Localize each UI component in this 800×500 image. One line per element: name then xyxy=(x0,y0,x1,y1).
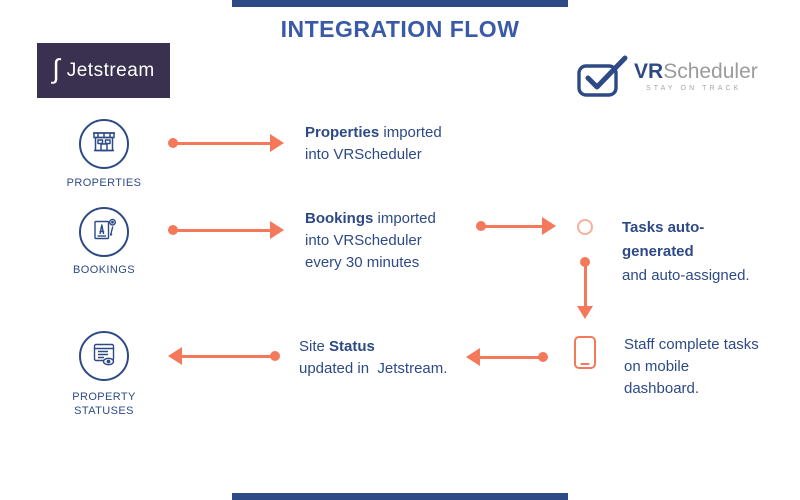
arrow-bookings-right-icon xyxy=(168,221,284,239)
jetstream-glyph-icon: ∫ xyxy=(52,53,60,84)
properties-label: PROPERTIES xyxy=(66,177,142,189)
booking-document-icon xyxy=(88,214,120,251)
properties-node xyxy=(79,119,129,169)
arrow-to-tasks-right-icon xyxy=(476,217,556,235)
jetstream-logo: ∫ Jetstream xyxy=(37,43,170,98)
mobile-phone-icon xyxy=(574,336,596,369)
bookings-node xyxy=(79,207,129,257)
top-accent-bar xyxy=(232,0,568,7)
building-icon xyxy=(88,126,120,163)
arrow-down-icon xyxy=(577,257,593,319)
vrscheduler-wordmark: VRScheduler xyxy=(634,60,758,83)
status-list-eye-icon xyxy=(88,338,120,375)
page-title: INTEGRATION FLOW xyxy=(280,16,520,42)
bottom-accent-bar xyxy=(232,493,568,500)
arrow-status-left-icon xyxy=(168,347,280,365)
arrow-properties-right-icon xyxy=(168,134,284,152)
checkmark-box-icon xyxy=(576,55,630,104)
task-circle-icon xyxy=(577,219,593,235)
jetstream-wordmark: Jetstream xyxy=(66,59,155,81)
bookings-label: BOOKINGS xyxy=(73,264,135,276)
property-statuses-node xyxy=(79,331,129,381)
arrow-from-phone-left-icon xyxy=(466,348,548,366)
vrscheduler-logo: VRScheduler STAY ON TRACK xyxy=(576,55,758,104)
vrscheduler-tagline: STAY ON TRACK xyxy=(646,85,742,92)
